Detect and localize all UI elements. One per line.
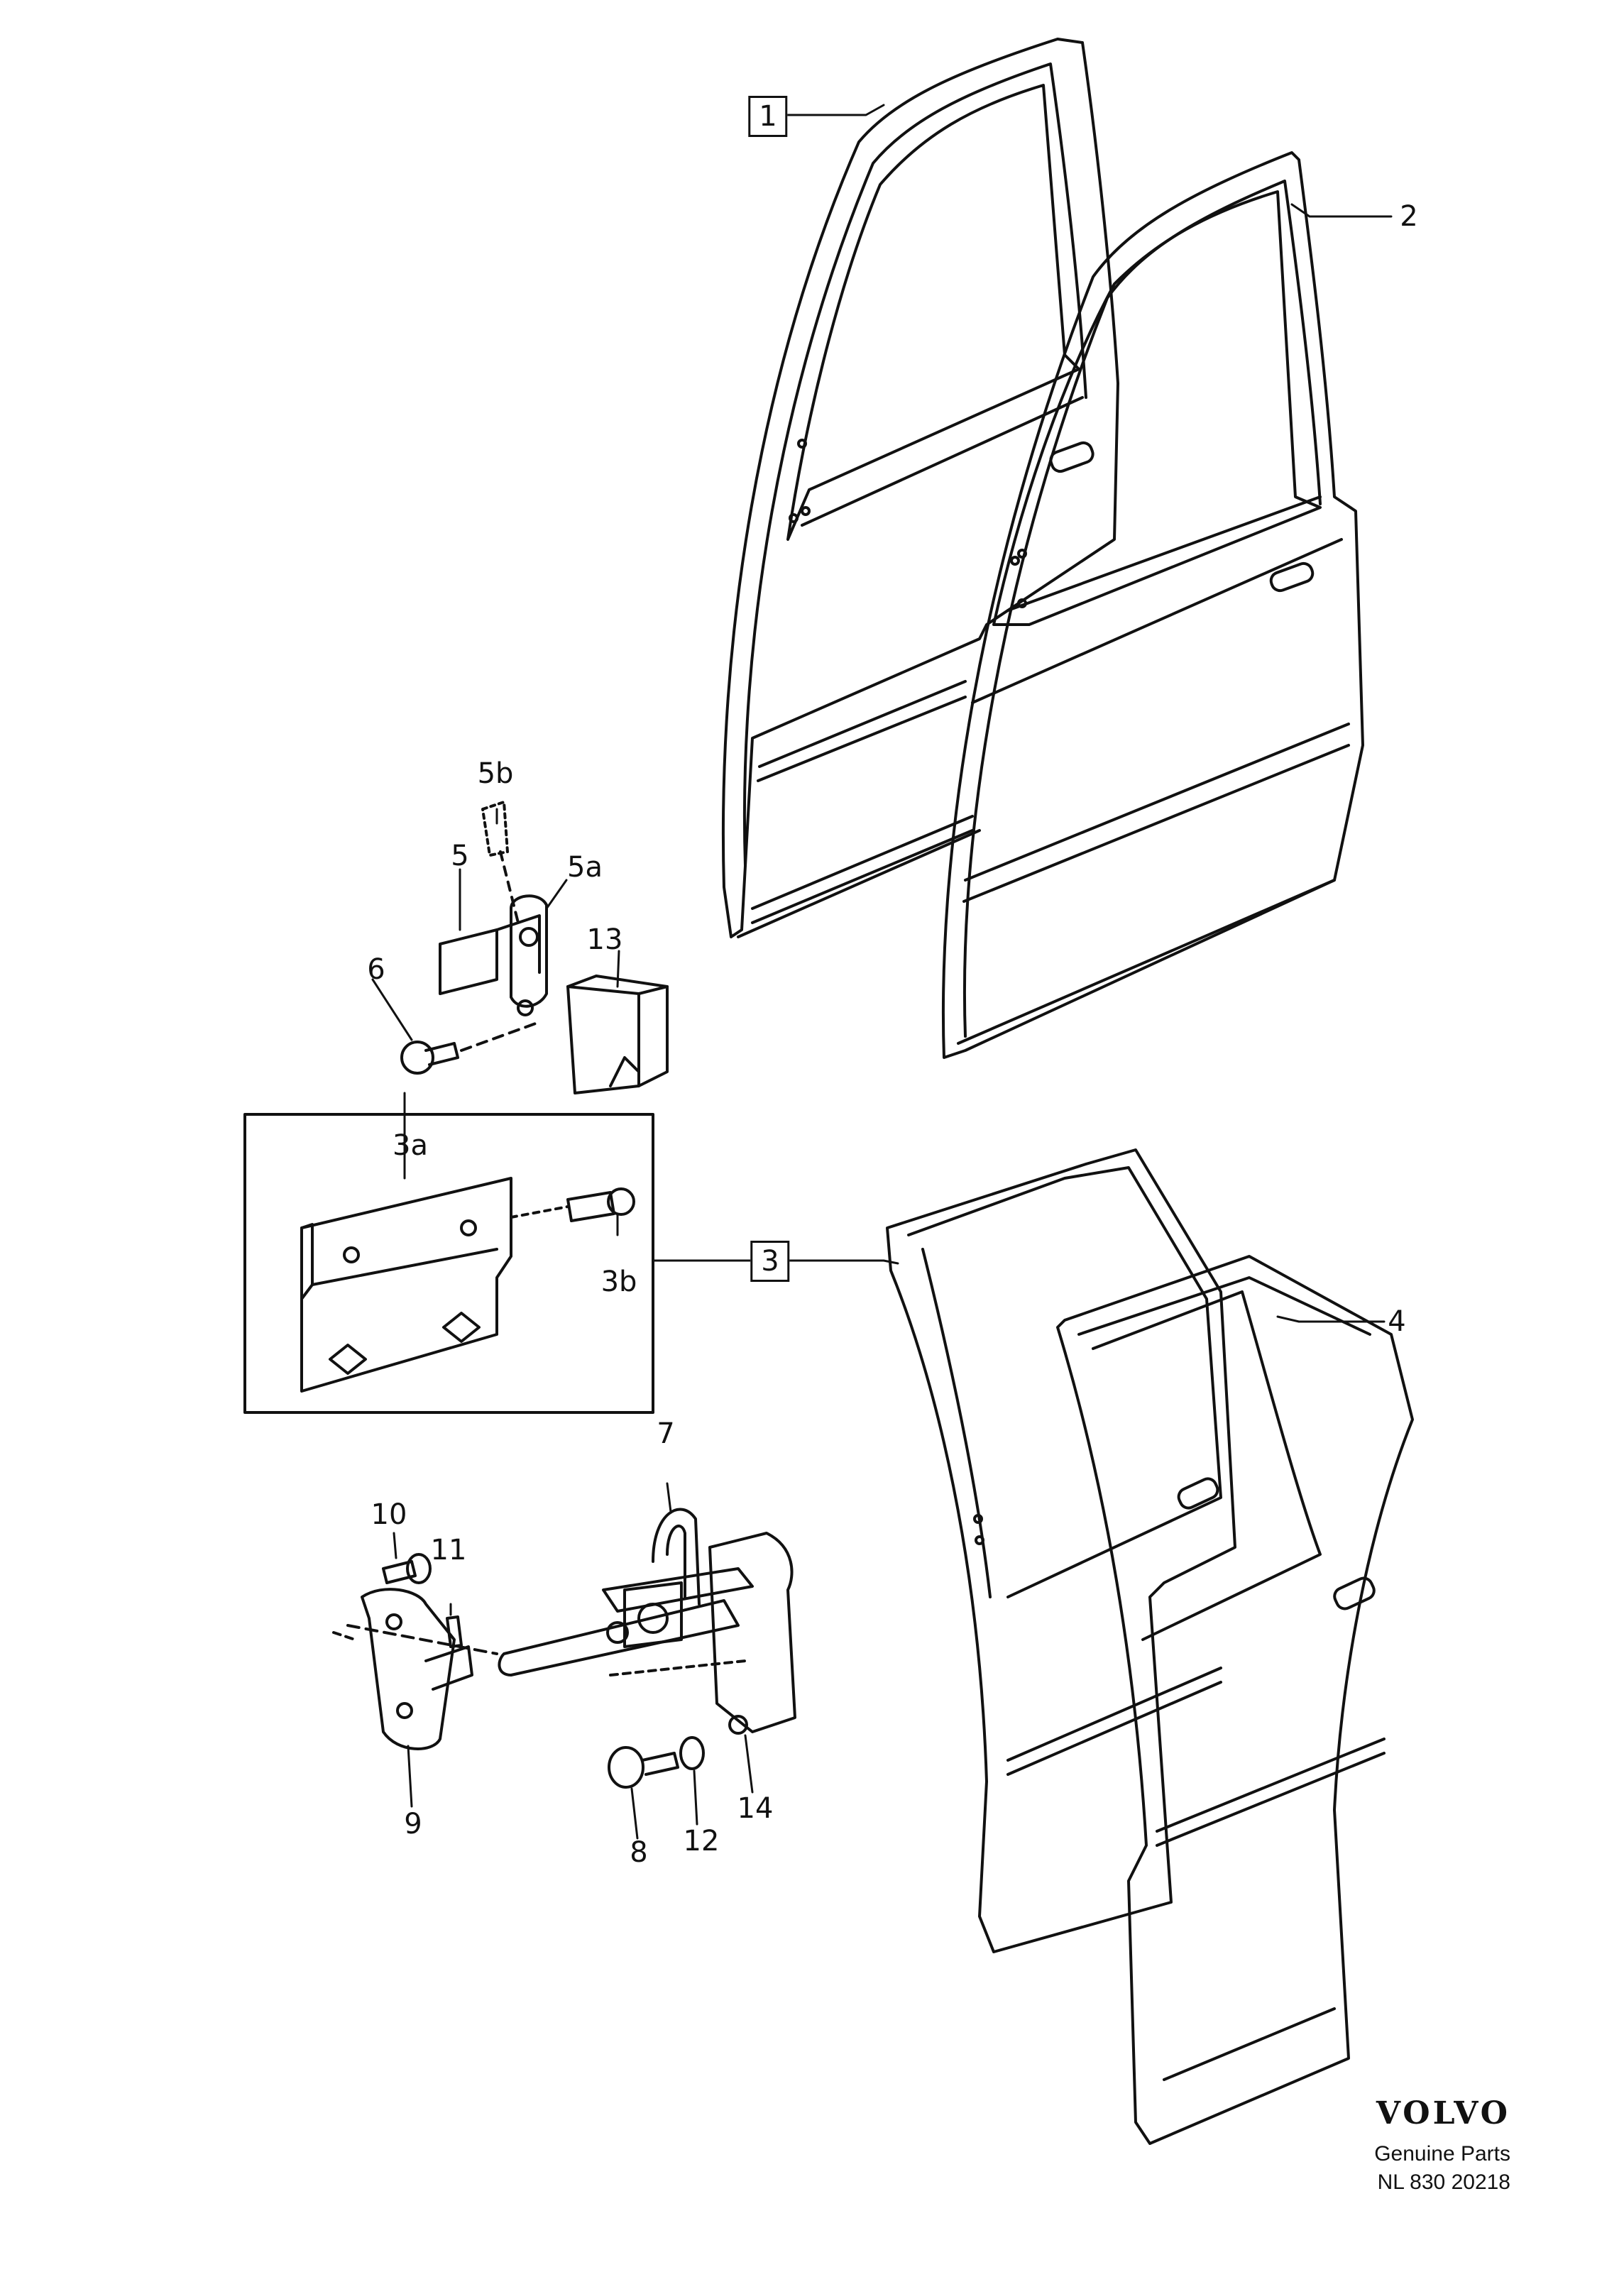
genuine-parts-label: Genuine Parts	[1374, 2142, 1510, 2166]
callout-1: 1	[748, 96, 788, 137]
callout-6: 6	[367, 953, 385, 986]
callout-4: 4	[1388, 1305, 1406, 1338]
rear-door-assembly	[1056, 1255, 1414, 2145]
volvo-logo: VOLVO	[1376, 2095, 1510, 2131]
callout-13: 13	[586, 923, 623, 956]
leader-lines	[371, 104, 1393, 1840]
callout-2: 2	[1400, 200, 1418, 233]
callout-14: 14	[737, 1792, 774, 1825]
callout-9: 9	[404, 1808, 422, 1840]
rear-door-shell	[886, 1148, 1236, 1953]
front-door-shell	[721, 38, 1119, 938]
callout-7: 7	[657, 1417, 675, 1450]
door-hinge	[400, 801, 669, 1094]
callout-5b: 5b	[477, 757, 514, 790]
front-door-assembly	[941, 151, 1364, 1059]
callout-8: 8	[630, 1836, 648, 1869]
callout-3a: 3a	[393, 1129, 428, 1162]
door-reinforcement-plate	[300, 1177, 635, 1393]
callout-5a: 5a	[567, 851, 603, 884]
callout-3b: 3b	[600, 1266, 637, 1298]
callout-3: 3	[750, 1241, 790, 1282]
reference-number: NL 830 20218	[1377, 2170, 1510, 2194]
callout-5: 5	[451, 840, 469, 872]
callout-11: 11	[430, 1534, 467, 1566]
door-check-strap	[332, 1508, 796, 1789]
detail-box	[243, 1113, 654, 1414]
callout-12: 12	[683, 1825, 720, 1857]
callout-10: 10	[371, 1498, 407, 1531]
